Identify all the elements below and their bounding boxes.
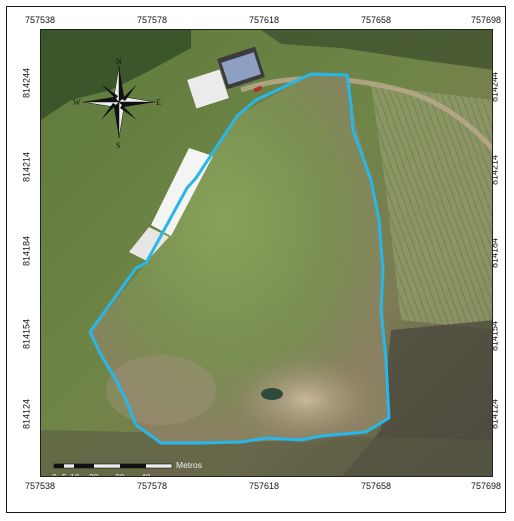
scale-label-0: 0 [52, 472, 57, 477]
greenhouse-upper [151, 148, 213, 236]
y-tick-left-5: 814124 [21, 398, 32, 430]
x-tick-bottom-3: 757618 [248, 481, 280, 491]
y-tick-left-2: 814214 [21, 151, 32, 183]
x-tick-bottom-1: 757538 [24, 481, 56, 491]
bare-soil-patch [231, 355, 381, 445]
y-tick-left-3: 814184 [21, 235, 32, 267]
forest-patch-top-left [41, 30, 191, 120]
property-boundary [88, 72, 391, 445]
compass-west-label: W [73, 98, 81, 107]
building-roof-blue [221, 52, 261, 85]
x-tick-top-2: 757578 [136, 15, 168, 25]
field-parcel [90, 74, 389, 443]
scale-bar: Metros 0 5 10 20 30 40 [52, 460, 202, 477]
scale-label-30: 30 [115, 472, 125, 477]
x-tick-top-5: 757698 [470, 15, 502, 25]
scale-label-20: 20 [89, 472, 99, 477]
tree-band-top-right [261, 30, 492, 70]
x-tick-bottom-4: 757658 [360, 481, 392, 491]
compass-south-label: S [116, 141, 120, 150]
compass-east-label: E [156, 98, 161, 107]
y-tick-left-1: 814244 [21, 67, 32, 99]
greenhouse-lower [129, 227, 169, 261]
north-arrow-icon: N S E W [73, 57, 161, 150]
pond [261, 388, 283, 400]
compass-north-label: N [116, 57, 122, 66]
scale-label-40: 40 [141, 472, 151, 477]
aerial-map-svg: N S E W Metros 0 5 10 20 30 40 [41, 30, 492, 477]
x-tick-top-4: 757658 [360, 15, 392, 25]
plowed-field-right [371, 85, 492, 330]
bare-soil-patch-left [106, 355, 216, 425]
x-tick-top-3: 757618 [248, 15, 280, 25]
vehicle-red [253, 85, 263, 93]
x-tick-bottom-5: 757698 [470, 481, 502, 491]
y-tick-left-4: 814154 [21, 318, 32, 350]
dirt-road [240, 76, 492, 152]
building-roof-white-small [187, 69, 229, 109]
scale-unit-label: Metros [176, 460, 202, 470]
aerial-map[interactable]: N S E W Metros 0 5 10 20 30 40 [40, 29, 493, 477]
scale-label-10: 10 [70, 472, 80, 477]
x-tick-top-1: 757538 [24, 15, 56, 25]
hillside-bottom-right [342, 320, 492, 476]
x-tick-bottom-2: 757578 [136, 481, 168, 491]
scale-label-5: 5 [62, 472, 67, 477]
